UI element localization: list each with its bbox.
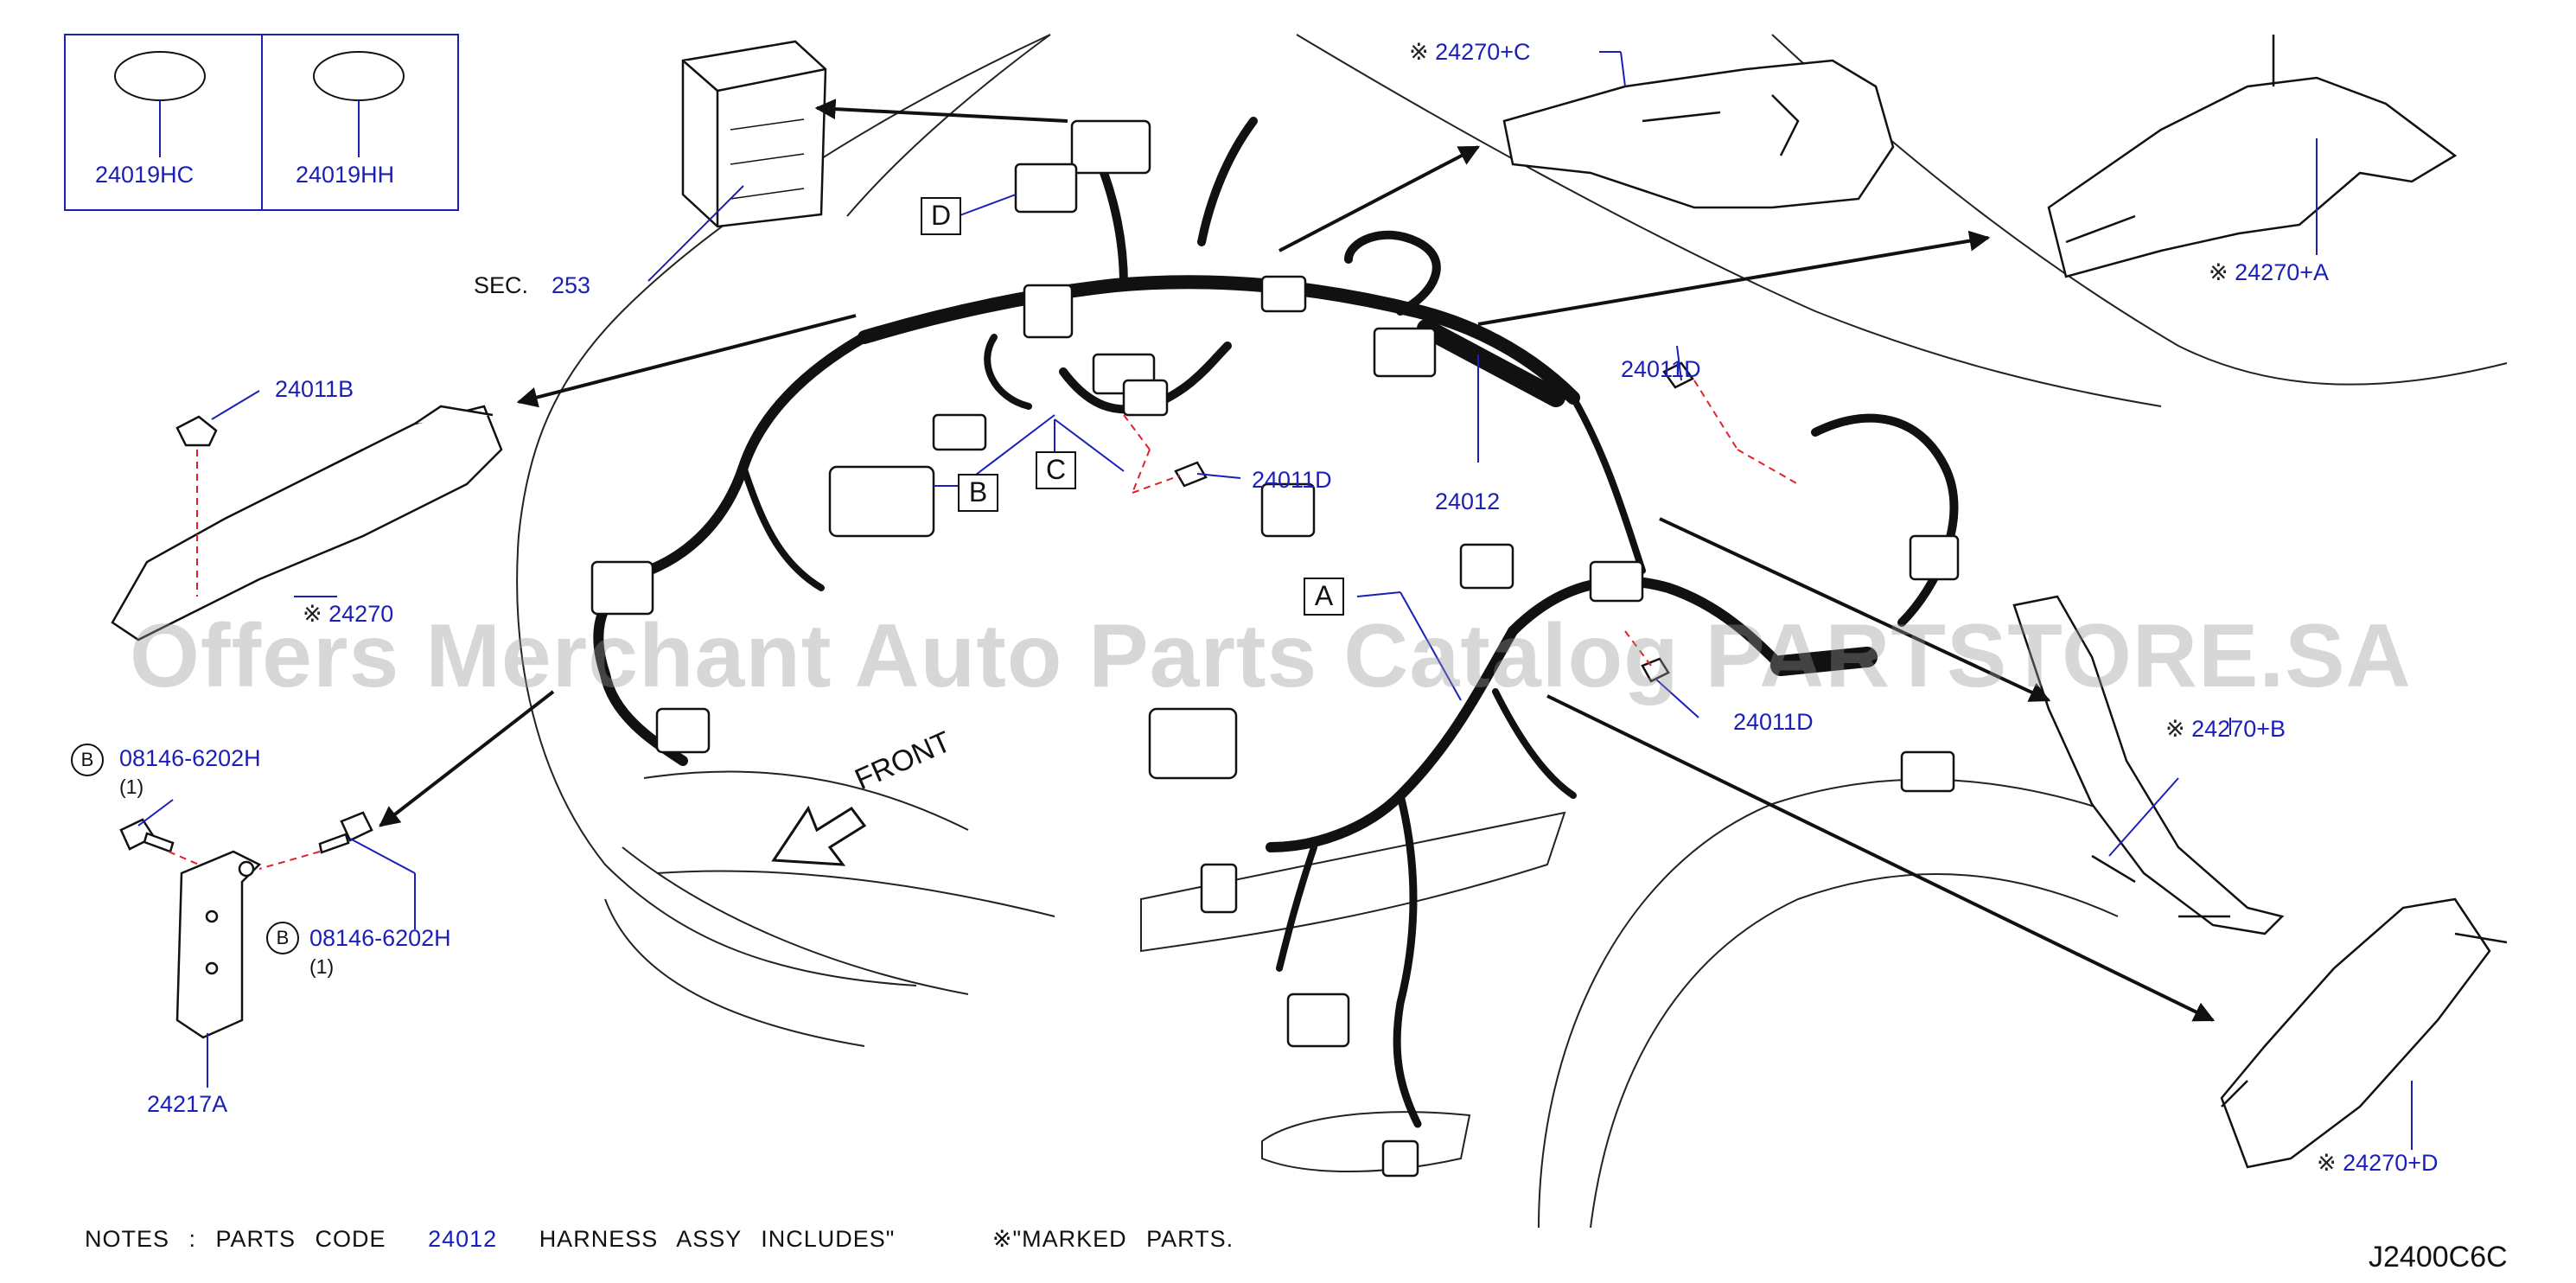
protector-24270-a bbox=[2047, 35, 2458, 278]
callout-24217a[interactable]: 24217A bbox=[147, 1091, 228, 1117]
notes-code-link[interactable]: 24012 bbox=[428, 1226, 498, 1252]
callout-24011b[interactable]: 24011B bbox=[275, 376, 354, 402]
pointer-arrows bbox=[379, 99, 2216, 1022]
notes-line: NOTES : PARTS CODE 24012 HARNESS ASSY IN… bbox=[85, 1226, 1234, 1253]
legend-part-24019hc[interactable]: 24019HC bbox=[95, 162, 194, 188]
leader-lines bbox=[137, 51, 2413, 1150]
bolt-upper-qty: (1) bbox=[119, 776, 144, 798]
notes-prefix: NOTES : PARTS CODE bbox=[85, 1226, 386, 1252]
bolt-lower-qty: (1) bbox=[309, 955, 335, 978]
mark-symbol: ※ bbox=[2317, 1150, 2337, 1176]
mark-symbol: ※ bbox=[303, 601, 322, 627]
main-harness bbox=[593, 117, 1959, 1128]
box-label-c: C bbox=[1036, 451, 1076, 489]
callout-24012[interactable]: 24012 bbox=[1435, 488, 1501, 514]
callout-bolt-lower[interactable]: 08146-6202H bbox=[309, 925, 451, 951]
front-arrow bbox=[771, 805, 867, 866]
notes-suffix: "MARKED PARTS. bbox=[1012, 1226, 1234, 1252]
callout-24011d-lower[interactable]: 24011D bbox=[1733, 709, 1814, 735]
callout-24270-b[interactable]: ※ 24270+B bbox=[2165, 716, 2286, 742]
callout-24011d-center[interactable]: 24011D bbox=[1252, 467, 1332, 493]
protector-24270-c bbox=[1502, 59, 1895, 209]
diagram-ref-code: J2400C6C bbox=[2369, 1241, 2508, 1273]
callout-24270-d[interactable]: ※ 24270+D bbox=[2317, 1150, 2439, 1176]
clip-24011d bbox=[1174, 361, 1694, 683]
protector-24270-b bbox=[2012, 595, 2285, 935]
bolt-right bbox=[318, 811, 373, 854]
sec-prefix: SEC. bbox=[474, 272, 529, 298]
box-label-a: A bbox=[1304, 578, 1344, 616]
connectors bbox=[590, 119, 1960, 1178]
bracket-24217a bbox=[175, 850, 262, 1039]
mark-symbol: ※ bbox=[2165, 716, 2185, 742]
callout-24011d-upper[interactable]: 24011D bbox=[1621, 356, 1701, 382]
legend-box bbox=[64, 34, 459, 211]
ecu-module bbox=[681, 40, 827, 228]
callout-24270[interactable]: ※ 24270 bbox=[303, 601, 394, 627]
callout-24270-c[interactable]: ※ 24270+C bbox=[1409, 39, 1531, 65]
fastener-lines bbox=[168, 380, 1799, 870]
mark-symbol: ※ bbox=[2209, 259, 2228, 285]
protector-24270 bbox=[111, 405, 503, 642]
sec-number-link[interactable]: 253 bbox=[552, 272, 591, 298]
notes-mark: ※ bbox=[992, 1226, 1013, 1252]
callout-bolt-upper[interactable]: 08146-6202H bbox=[119, 745, 261, 771]
circle-letter-b-upper: B bbox=[71, 744, 104, 776]
mark-symbol: ※ bbox=[1409, 39, 1429, 65]
legend-part-24019hh[interactable]: 24019HH bbox=[296, 162, 395, 188]
bolt-left bbox=[119, 818, 175, 853]
circle-letter-b-lower: B bbox=[266, 922, 299, 954]
clip-24011b bbox=[175, 415, 218, 447]
notes-mid: HARNESS ASSY INCLUDES" bbox=[539, 1226, 896, 1252]
protector-24270-d bbox=[2220, 897, 2508, 1169]
box-label-d: D bbox=[921, 197, 961, 235]
callout-24270-a[interactable]: ※ 24270+A bbox=[2209, 259, 2329, 285]
box-label-b: B bbox=[958, 474, 998, 512]
